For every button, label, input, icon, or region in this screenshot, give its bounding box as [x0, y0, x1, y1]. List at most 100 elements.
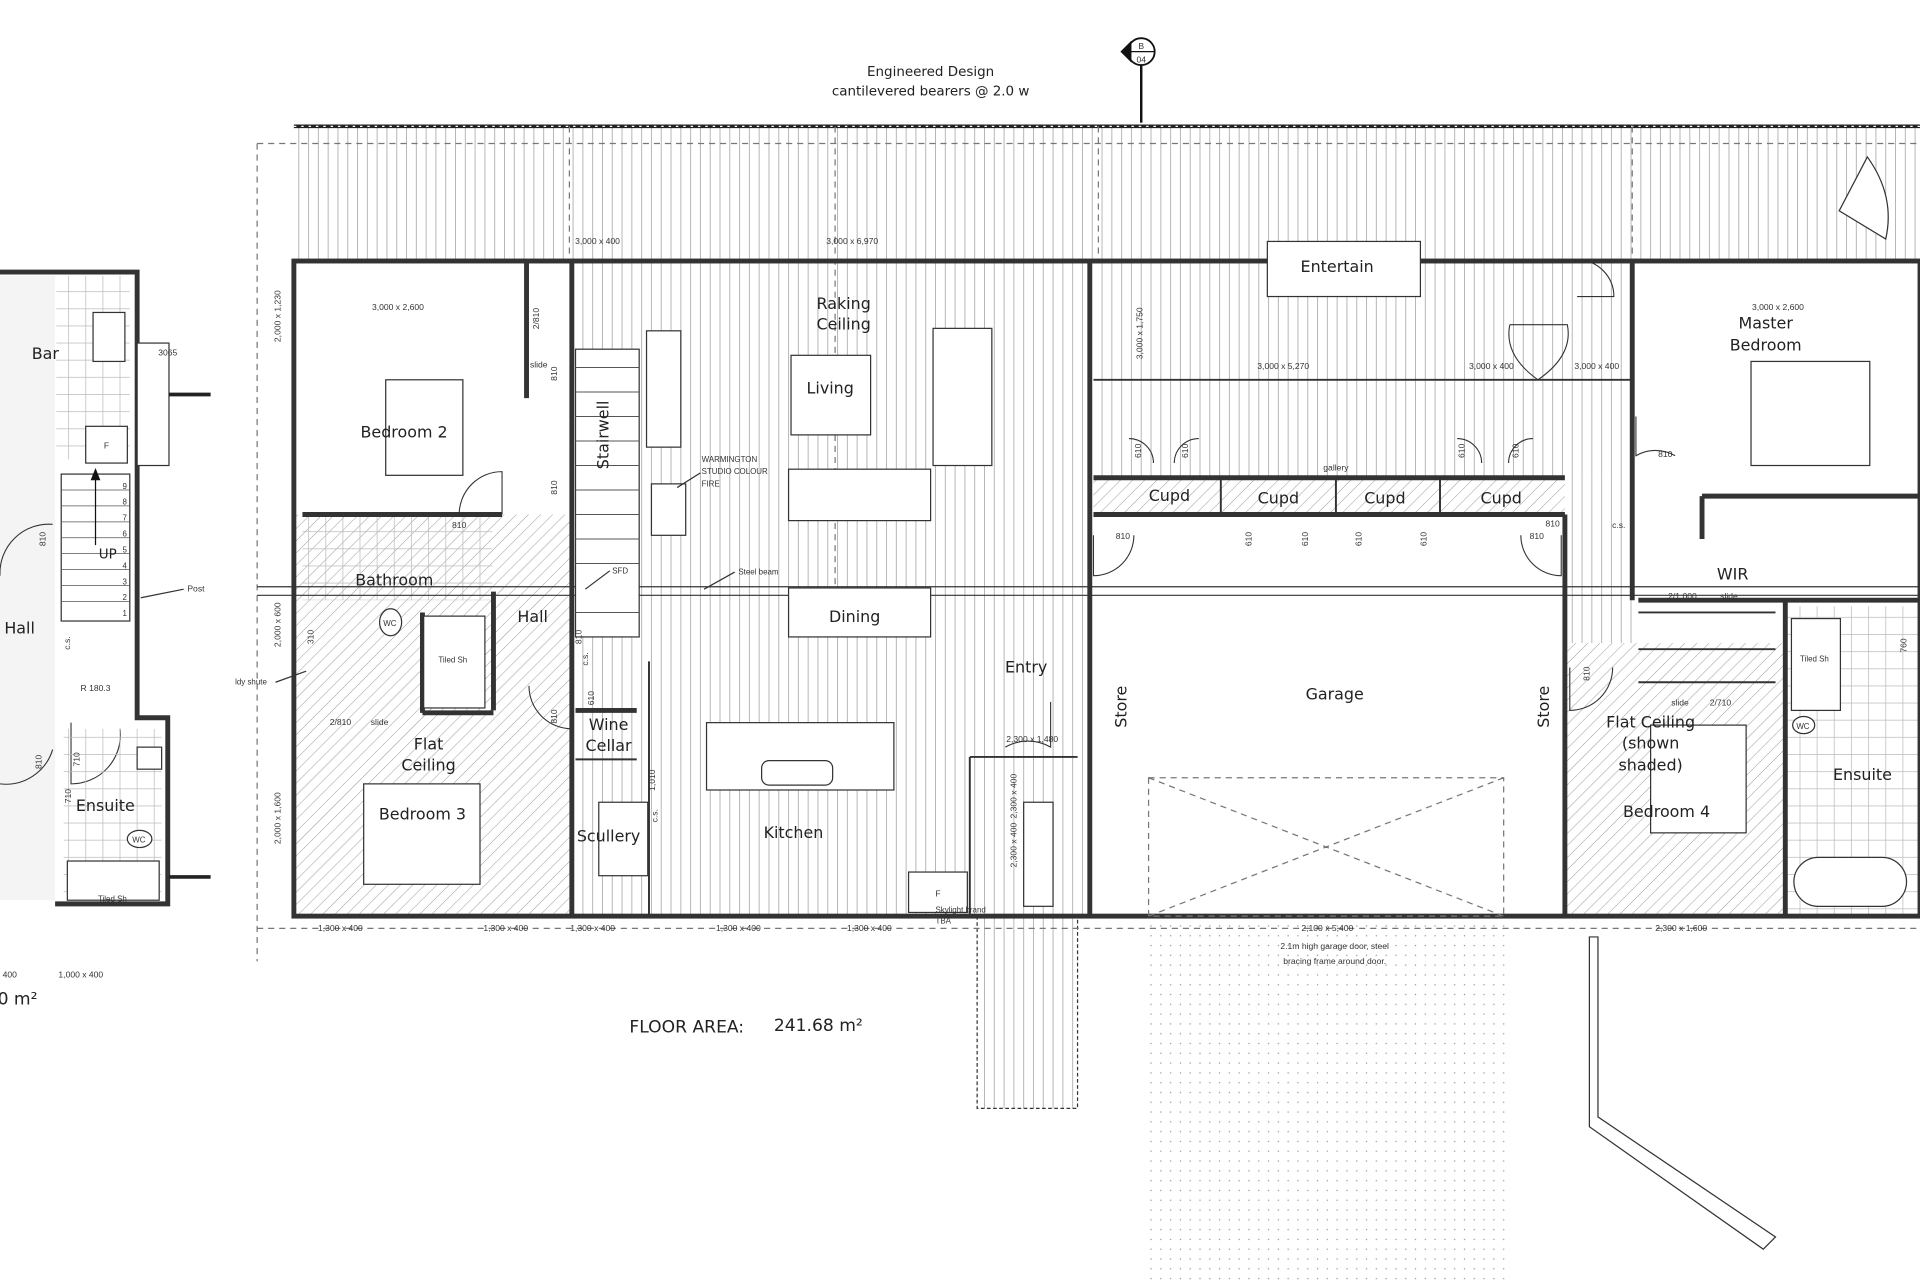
dim-cs: c.s.: [1612, 520, 1625, 530]
dim-wardrobe: 2/710: [1710, 698, 1732, 708]
dim-door: 810: [1530, 531, 1545, 541]
room-garage: Garage: [1306, 684, 1364, 703]
dim-deck-mid: 3,000 x 6,970: [826, 236, 878, 246]
dim-entry-side-2: 2,300 x 400: [1008, 774, 1018, 819]
dim-door: 810: [1658, 449, 1673, 459]
toilet: [1792, 715, 1816, 735]
hall-floor: [1564, 477, 1633, 644]
dim-door: 610: [1180, 443, 1190, 458]
dim-bottom: 1,300 x 400: [483, 923, 528, 933]
steel-beam-note: Steel beam: [738, 567, 779, 576]
room-scullery: Scullery: [577, 826, 641, 845]
stair-numbers: 1 2 3 4 5 6 7 8 9: [122, 482, 127, 618]
deck-chair: [1838, 155, 1889, 240]
stair-number: 1: [122, 609, 127, 618]
room-flat4-1: Flat Ceiling: [1606, 713, 1695, 732]
stair-number: 3: [122, 577, 127, 586]
room-raking-ceiling-2: Ceiling: [817, 315, 871, 334]
sofa: [787, 468, 932, 522]
room-flat4-2: (shown: [1622, 733, 1679, 752]
room-cupd-1: Cupd: [1149, 486, 1190, 505]
dim-bottom: 1,300 x 400: [570, 923, 615, 933]
dim-bottom: 1,300 x 400: [318, 923, 363, 933]
dim-wardrobe: 2/810: [330, 717, 352, 727]
leader-arrow: [275, 670, 307, 683]
room-flat-ceiling-1: Flat: [414, 735, 444, 754]
shower: [423, 615, 486, 709]
fridge-label: F: [935, 889, 940, 899]
dim-slide: slide: [1671, 698, 1689, 708]
dim-cs: c.s.: [580, 652, 590, 665]
fire-note-2: STUDIO COLOUR: [702, 467, 768, 476]
post-label: Post: [187, 584, 205, 594]
walls: [291, 258, 1920, 919]
skylight-note-1: Skylight brand: [936, 905, 986, 914]
dim-door: 810: [452, 520, 467, 530]
room-dining: Dining: [829, 607, 880, 626]
dim-wine-door: 610: [586, 691, 596, 706]
entry-bench: [1023, 801, 1054, 907]
dim-slide: slide: [530, 360, 548, 370]
dim-entertain-400a: 3,000 x 400: [1469, 361, 1514, 371]
dim-door: 810: [1546, 519, 1561, 529]
dim-wardrobe: 2/810: [531, 308, 541, 330]
dim-deck-left: 3,000 x 400: [575, 236, 620, 246]
dim-door: 810: [549, 366, 559, 381]
leader-arrow: [140, 588, 184, 599]
room-bedroom-4: Bedroom 4: [1623, 802, 1710, 821]
leader-arrow: [703, 571, 735, 590]
dim-door: 810: [1116, 531, 1131, 541]
dim-side-3: 2,000 x 1,600: [272, 792, 282, 844]
section-sheet: 04: [1136, 55, 1146, 65]
bed: [1650, 724, 1747, 834]
dim-door: 710: [63, 789, 73, 804]
room-kitchen: Kitchen: [764, 823, 824, 842]
design-note-line2: cantilevered bearers @ 2.0 w: [832, 85, 1030, 100]
dim-entertain-w: 3,000 x 5,270: [1257, 361, 1309, 371]
bed: [1750, 360, 1871, 467]
dim-door: 610: [1300, 532, 1310, 547]
laundry-shute-note: ldy shute: [235, 678, 267, 687]
room-master-1: Master: [1739, 313, 1794, 332]
left-room-bar: Bar: [32, 344, 60, 363]
garage-note-2: bracing frame around door.: [1283, 956, 1386, 966]
dim-entertain-v: 3,000 x 1,750: [1134, 307, 1144, 359]
left-room-ensuite: Ensuite: [76, 796, 135, 815]
dim-cs: c.s.: [650, 809, 660, 822]
left-floor-area: 0 m²: [0, 989, 37, 1009]
room-cupd-2: Cupd: [1258, 488, 1299, 507]
sink: [761, 759, 834, 786]
toilet: [378, 608, 403, 637]
left-partial-plan: F: [0, 269, 211, 907]
room-raking-ceiling-1: Raking: [817, 294, 871, 313]
bed: [385, 379, 464, 476]
dim-bottom: 1,300 x 400: [847, 923, 892, 933]
section-marker[interactable]: B 04: [1120, 37, 1156, 123]
dim-door: 610: [1419, 532, 1429, 547]
dim-slide: slide: [371, 717, 389, 727]
room-bedroom-3: Bedroom 3: [379, 804, 466, 823]
dim-door: 610: [1456, 443, 1466, 458]
floor-area-value: 241.68 m²: [774, 1016, 863, 1036]
tiled-shower-label: Tiled Sh: [438, 656, 467, 665]
room-wir: WIR: [1717, 564, 1748, 583]
dim-entertain-400b: 3,000 x 400: [1574, 361, 1619, 371]
dim-door: 810: [549, 480, 559, 495]
wc-label: WC: [383, 619, 396, 628]
fridge-label: F: [104, 440, 109, 450]
room-entertain: Entertain: [1301, 257, 1374, 276]
dim-bottom: 1,300 x 400: [716, 923, 761, 933]
riser-label: R 180.3: [81, 683, 111, 693]
room-stairwell: Stairwell: [594, 401, 613, 470]
dim-garage-door: 2,100 x 5,400: [1301, 923, 1353, 933]
fridge: [907, 871, 968, 914]
bathroom-tiles: [302, 514, 493, 601]
dim-side-1: 2,000 x 1,230: [272, 290, 282, 342]
room-wine-cellar-2: Cellar: [586, 736, 632, 755]
room-entry: Entry: [1005, 657, 1047, 676]
doors: [458, 259, 1676, 749]
dim-master: 3,000 x 2,600: [1752, 302, 1804, 312]
stair-number: 2: [122, 593, 127, 602]
dim-entry-door: 2,300 x 1,480: [1006, 734, 1058, 744]
